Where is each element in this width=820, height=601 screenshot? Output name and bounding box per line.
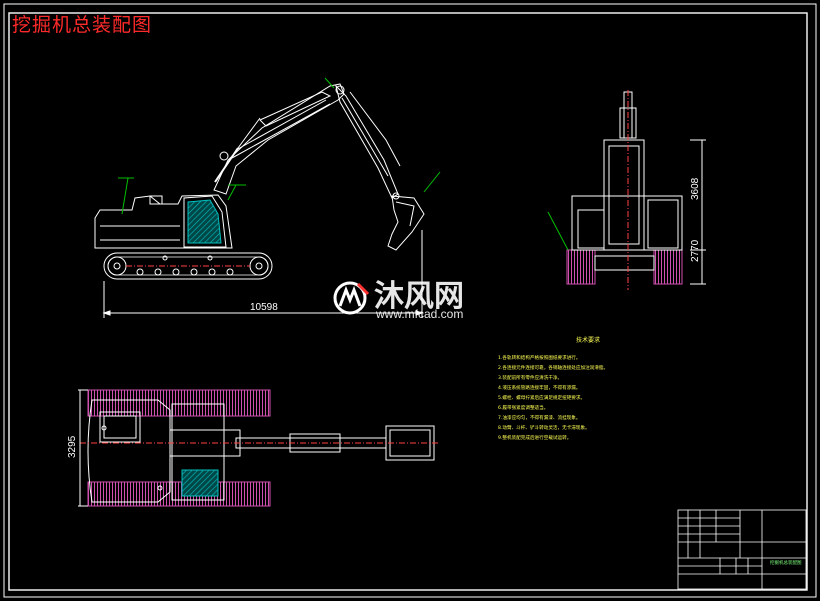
note-5: 5.螺栓、螺母拧紧后应满足规定扭矩要求。: [498, 394, 585, 401]
side-view: [94, 77, 441, 318]
watermark-logo: [333, 281, 370, 315]
technical-notes: 技术要求 1.各轨转和结构严格按照图纸要求进行。 2.各连接元件连接可靠，各销轴…: [498, 336, 608, 441]
dimension-side-height: 3608: [690, 177, 701, 200]
note-7: 7.油漆应均匀，不得有漏漆、流挂现象。: [498, 414, 580, 421]
note-2: 2.各连接元件连接可靠，各销轴连接处应加注润滑脂。: [498, 364, 608, 371]
title-block: [677, 509, 807, 590]
watermark-url: www.mfcad.com: [375, 307, 463, 321]
notes-heading: 技术要求: [576, 336, 600, 344]
note-6: 6.履带张紧度调整适当。: [498, 404, 548, 411]
title-block-drawing-name: 挖掘机总装配图: [770, 559, 802, 566]
note-4: 4.液压系统管路连接牢固，不得有渗漏。: [498, 384, 580, 391]
dimension-plan-width: 3295: [67, 435, 78, 458]
plan-view: [78, 389, 440, 507]
drawing-title: 挖掘机总装配图: [12, 14, 153, 36]
dimension-side-height-lower: 2770: [690, 239, 701, 262]
inner-frame: [8, 12, 808, 591]
watermark: 沐风网 www.mfcad.com: [333, 279, 464, 321]
watermark-text: 沐风网: [374, 279, 464, 314]
note-8: 8.动臂、斗杆、铲斗转动灵活，无卡滞现象。: [498, 424, 590, 431]
note-9: 9.整机装配完成后进行空载试运转。: [498, 434, 571, 441]
front-view: [547, 90, 706, 290]
note-1: 1.各轨转和结构严格按照图纸要求进行。: [498, 354, 580, 361]
dimension-overall-length: 10598: [250, 302, 278, 313]
outer-frame: [3, 3, 817, 598]
note-3: 3.装配前所有零件应清洗干净。: [498, 374, 562, 381]
